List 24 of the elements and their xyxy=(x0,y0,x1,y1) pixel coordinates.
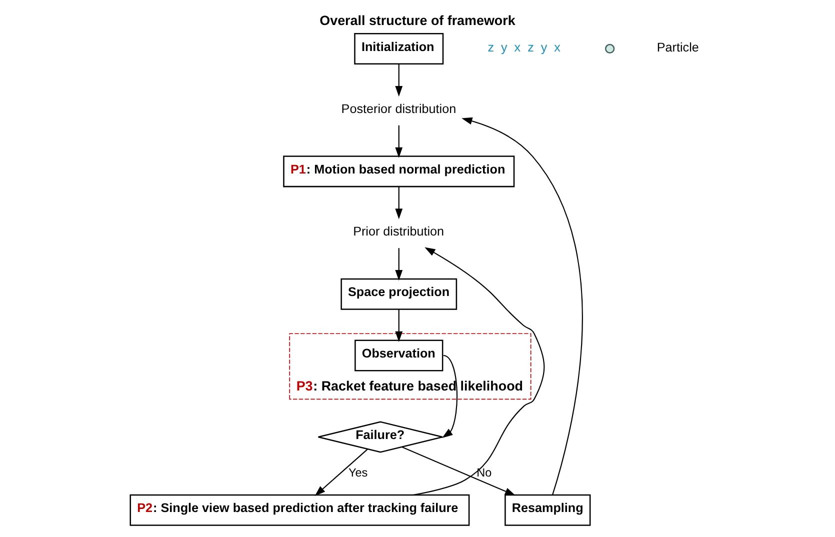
node-box: Initialization xyxy=(354,32,444,64)
node-text: Posterior distribution xyxy=(340,102,456,116)
node-box: P2: Single view based prediction after tracking failure xyxy=(129,494,470,526)
edge-label: No xyxy=(476,466,492,480)
arrow xyxy=(394,186,402,220)
arrow xyxy=(394,64,402,97)
arrow xyxy=(442,354,458,438)
node-text: Prior distribution xyxy=(352,224,444,239)
arrow xyxy=(394,125,402,158)
legend-label: Particle xyxy=(656,40,698,55)
label: z y x z y x xyxy=(487,40,560,55)
node-diamond: Failure? xyxy=(317,421,443,453)
diagram-title: Overall structure of framework xyxy=(319,13,515,28)
edge-label: Yes xyxy=(348,466,368,480)
arrow xyxy=(394,248,402,281)
arrow xyxy=(314,448,368,496)
arrow xyxy=(413,247,544,496)
arrow xyxy=(401,446,516,496)
node-box: Space projection xyxy=(340,278,457,310)
node-box: P1: Motion based normal prediction xyxy=(282,156,514,188)
node-box: Resampling xyxy=(504,494,590,526)
arrow xyxy=(461,117,582,496)
node-box: Observation xyxy=(354,340,443,372)
arrow xyxy=(394,309,402,342)
